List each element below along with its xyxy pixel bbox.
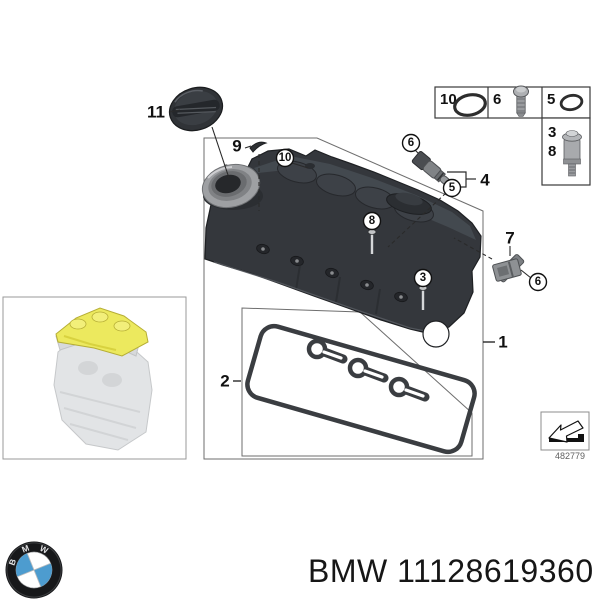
sensor-part4 [411, 151, 451, 186]
callout-label-2: 2 [220, 372, 229, 391]
engine-thumbnail [2, 296, 187, 460]
highlighted-valve-cover [55, 307, 149, 357]
parts-table: 10 6 5 3 8 [434, 85, 591, 186]
bmw-logo: B M W [5, 541, 63, 599]
bolt-bosses [256, 243, 408, 303]
callout-number: 10 [279, 152, 292, 164]
callout-circle-10: 10 [275, 148, 295, 168]
table-cell-number-3: 3 [548, 124, 556, 141]
o-ring-small-icon [559, 93, 584, 112]
plain-callout-labels: 11 9 4 7 1 2 [147, 103, 515, 391]
oil-filler-neck [201, 163, 263, 210]
callout-label-11: 11 [147, 103, 165, 122]
o-ring-large-icon [453, 93, 487, 117]
screw-bolt-icon [513, 85, 529, 117]
table-cell-number-8: 8 [548, 143, 556, 160]
callout-number: 3 [420, 272, 426, 284]
callout-circle-5: 5 [442, 178, 462, 198]
gasket-keyholes [306, 338, 430, 402]
bolt-part8 [367, 229, 377, 254]
table-cell-number-10: 10 [440, 91, 457, 108]
clip-part7 [492, 254, 525, 283]
callout-label-4: 4 [480, 171, 490, 190]
part-number-caption: BMW 11128619360 [308, 553, 594, 589]
callout-circle-3: 3 [413, 268, 433, 288]
oil-filler-cap [168, 86, 224, 132]
circled-callouts: 10 8 3 6 5 6 [275, 133, 548, 292]
table-cell-number-6: 6 [493, 91, 501, 108]
callout-label-7: 7 [505, 229, 514, 248]
callout-number: 6 [535, 276, 541, 288]
arrow-down-left-icon [548, 420, 584, 443]
callout-number: 6 [408, 137, 414, 149]
callout-circle-6-sensor: 6 [401, 133, 421, 153]
logo-letter-m: M [20, 543, 30, 555]
callout-number: 8 [369, 215, 376, 227]
valve-cover-gasket [245, 323, 477, 455]
arch-cutout [422, 320, 450, 348]
leader-lines [169, 109, 532, 279]
callout-number: 5 [449, 182, 456, 194]
footer: B M W BMW 11128619360 [5, 541, 594, 599]
engine-illustration [53, 307, 153, 451]
logo-letter-b: B [7, 558, 18, 567]
callout-label-1: 1 [498, 333, 507, 352]
table-cell-number-5: 5 [547, 91, 555, 108]
gasket-frame-part2 [233, 307, 473, 457]
seal-strip-part9 [249, 141, 268, 153]
vent-valve-icon [562, 130, 582, 177]
callout-circle-6-clip: 6 [528, 272, 548, 292]
callout-label-9: 9 [232, 137, 241, 156]
callout-circle-8: 8 [362, 211, 382, 231]
valve-cover-illustration [201, 148, 482, 348]
reference-box: 482779 [540, 411, 590, 461]
reference-code: 482779 [555, 451, 585, 461]
